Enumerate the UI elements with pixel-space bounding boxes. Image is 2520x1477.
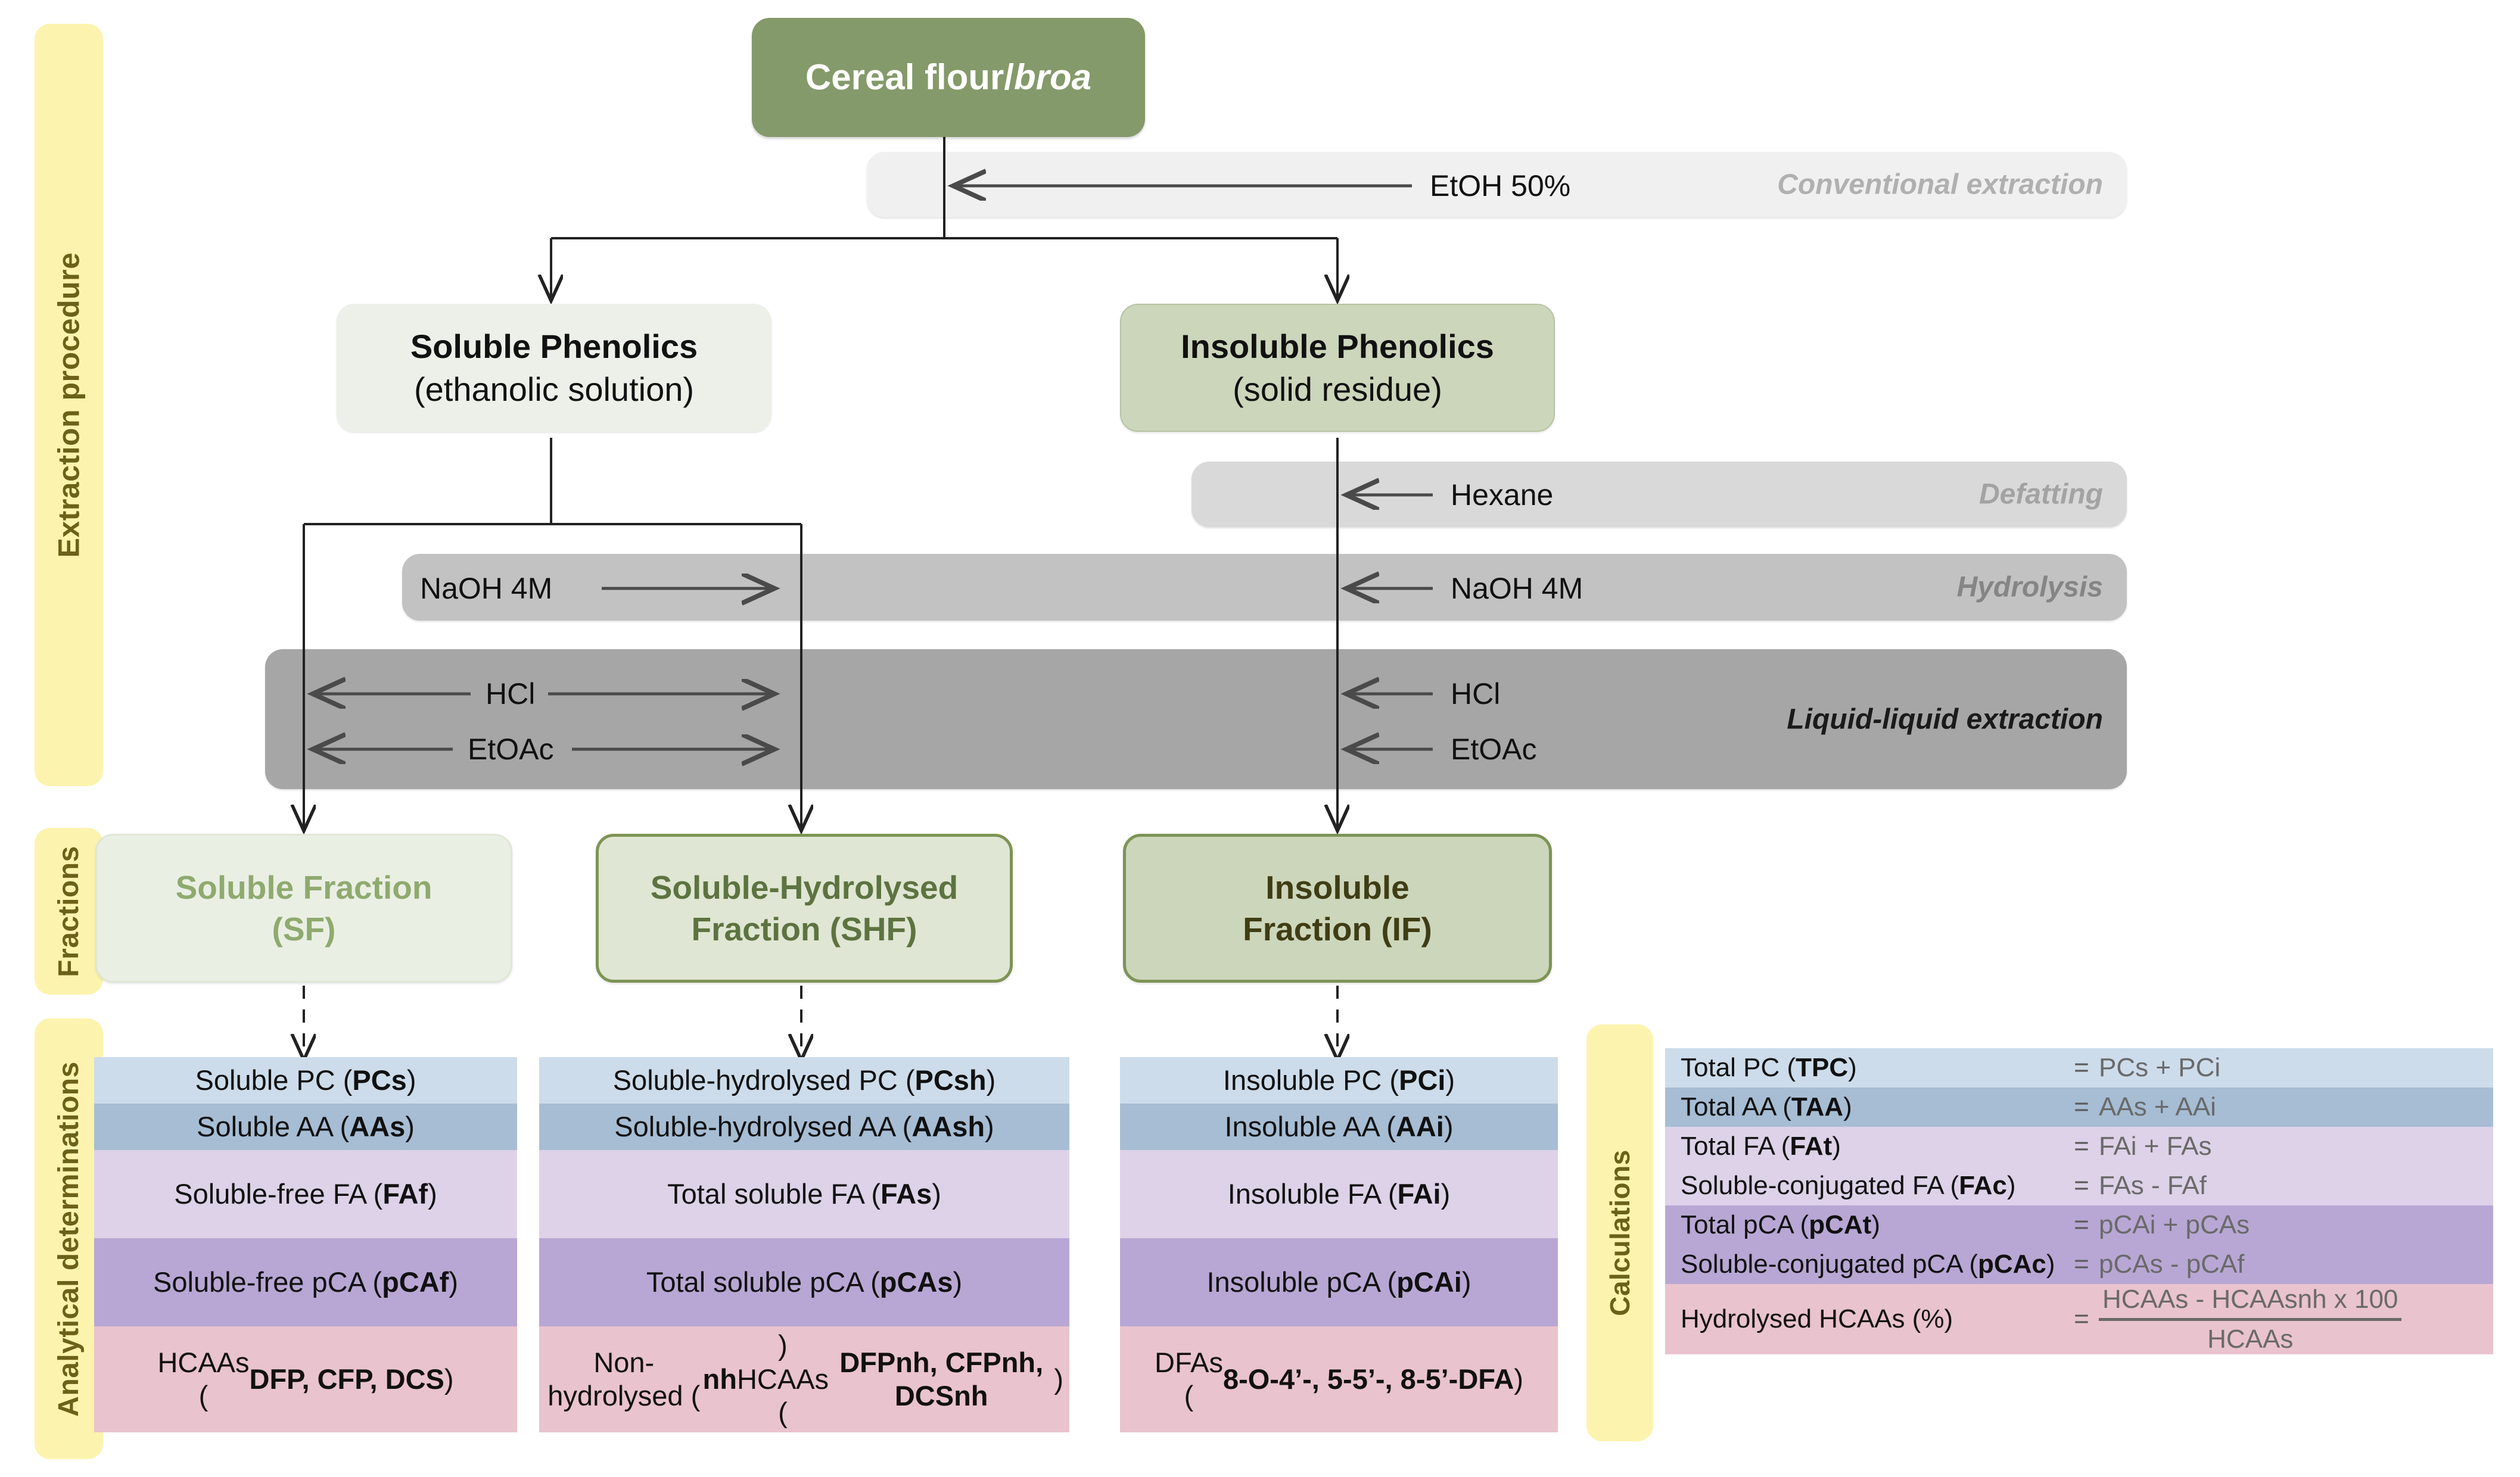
calculation-equals-sign: =	[2074, 1210, 2089, 1239]
node-soluble-phenolics-subtitle: (ethanolic solution)	[413, 370, 695, 408]
node-if-abbrev: Fraction (IF)	[1243, 911, 1432, 948]
determination-row: Soluble PC (PCs)	[94, 1057, 517, 1104]
node-soluble-fraction[interactable]: Soluble Fraction (SF)	[95, 834, 512, 983]
reagent-etoh-50: EtOH 50%	[1430, 169, 1571, 202]
calculation-label: Total pCA (pCAt)	[1681, 1210, 1880, 1239]
node-if-title: Insoluble	[1265, 868, 1410, 906]
calculation-row: Soluble-conjugated FA (FAc) = FAs - FAf	[1665, 1166, 2493, 1205]
determination-row: Insoluble FA (FAi)	[1120, 1150, 1558, 1238]
reagent-naoh-right: NaOH 4M	[1451, 572, 1583, 605]
band-hydrolysis-label: Hydrolysis	[1956, 571, 2103, 603]
calculation-row: Total pCA (pCAt) = pCAi + pCAs	[1665, 1205, 2493, 1245]
calculation-equals-sign: =	[2074, 1304, 2089, 1333]
node-soluble-phenolics[interactable]: Soluble Phenolics (ethanolic solution)	[337, 304, 771, 432]
calculation-equals-sign: =	[2074, 1132, 2089, 1161]
calculation-label: Soluble-conjugated pCA (pCAc)	[1681, 1249, 2055, 1279]
sidebar-fractions: Fractions	[35, 828, 103, 995]
determination-row: Insoluble pCA (pCAi)	[1120, 1238, 1558, 1326]
calculation-label: Total FA (FAt)	[1681, 1132, 1841, 1161]
reagent-naoh-left: NaOH 4M	[420, 572, 553, 605]
node-cereal-flour-label: Cereal flour/broa	[805, 57, 1092, 97]
reagent-hcl-left: HCl	[486, 677, 536, 711]
calculation-row: Hydrolysed HCAAs (%) = HCAAs - HCAAsnh x 1…	[1665, 1284, 2493, 1354]
reagent-hexane: Hexane	[1451, 478, 1554, 512]
calculation-expression: AAs + AAi	[2099, 1092, 2216, 1121]
calculation-equals-sign: =	[2074, 1053, 2089, 1082]
calculation-expression: PCs + PCi	[2099, 1053, 2221, 1082]
determination-row: Soluble-free pCA (pCAf)	[94, 1238, 517, 1326]
determination-row: Soluble AA (AAs)	[94, 1104, 517, 1150]
calculation-expression: pCAs - pCAf	[2099, 1249, 2245, 1279]
band-liquid-liquid-extraction: Liquid-liquid extraction	[265, 649, 2127, 789]
calculation-expression: pCAi + pCAs	[2099, 1210, 2250, 1239]
calculation-label: Soluble-conjugated FA (FAc)	[1681, 1171, 2016, 1200]
calculation-expression: FAi + FAs	[2099, 1132, 2212, 1161]
calculation-row: Total PC (TPC) = PCs + PCi	[1665, 1048, 2493, 1088]
node-insoluble-phenolics-title: Insoluble Phenolics	[1181, 327, 1494, 365]
node-insoluble-phenolics-subtitle: (solid residue)	[1233, 370, 1442, 408]
determinations-column-sf: Soluble PC (PCs)Soluble AA (AAs)Soluble-…	[94, 1057, 517, 1432]
reagent-etoac-left: EtOAc	[468, 733, 554, 766]
calculation-equals-sign: =	[2074, 1249, 2089, 1279]
calculation-equals-sign: =	[2074, 1171, 2089, 1200]
node-shf-abbrev: Fraction (SHF)	[691, 911, 917, 948]
calculation-row: Total FA (FAt) = FAi + FAs	[1665, 1127, 2493, 1166]
determination-row: DFAs(8-O-4’-, 5-5’-, 8-5’-DFA)	[1120, 1326, 1558, 1432]
node-cereal-flour[interactable]: Cereal flour/broa	[752, 18, 1145, 137]
determination-row: Insoluble AA (AAi)	[1120, 1104, 1558, 1150]
reagent-etoac-right: EtOAc	[1451, 733, 1537, 766]
reagent-hcl-right: HCl	[1451, 677, 1501, 711]
node-insoluble-phenolics[interactable]: Insoluble Phenolics (solid residue)	[1120, 304, 1555, 432]
node-soluble-phenolics-title: Soluble Phenolics	[410, 327, 698, 365]
calculation-label: Total AA (TAA)	[1681, 1092, 1852, 1121]
node-soluble-fraction-abbrev: (SF)	[272, 911, 336, 948]
determination-row: Insoluble PC (PCi)	[1120, 1057, 1558, 1104]
determination-row: Soluble-free FA (FAf)	[94, 1150, 517, 1238]
band-conventional-extraction-label: Conventional extraction	[1777, 169, 2103, 201]
calculation-label: Hydrolysed HCAAs (%)	[1681, 1304, 1953, 1333]
calculation-label: Total PC (TPC)	[1681, 1053, 1857, 1082]
sidebar-calculations: Calculations	[1586, 1024, 1653, 1441]
calculation-equals-sign: =	[2074, 1092, 2089, 1121]
calculation-expression: FAs - FAf	[2099, 1171, 2207, 1200]
node-soluble-hydrolysed-fraction[interactable]: Soluble-Hydrolysed Fraction (SHF)	[596, 834, 1013, 983]
determination-row: Non-hydrolysed (nh) HCAAs(DFPnh, CFPnh, …	[539, 1326, 1069, 1432]
band-defatting-label: Defatting	[1979, 478, 2103, 510]
determination-row: Total soluble FA (FAs)	[539, 1150, 1069, 1238]
node-shf-title: Soluble-Hydrolysed	[650, 868, 959, 906]
determination-row: Soluble-hydrolysed AA (AAsh)	[539, 1104, 1069, 1150]
node-insoluble-fraction[interactable]: Insoluble Fraction (IF)	[1123, 834, 1552, 983]
determination-row: Total soluble pCA (pCAs)	[539, 1238, 1069, 1326]
determination-row: HCAAs(DFP, CFP, DCS)	[94, 1326, 517, 1432]
node-soluble-fraction-title: Soluble Fraction	[175, 868, 433, 906]
determinations-column-shf: Soluble-hydrolysed PC (PCsh)Soluble-hydr…	[539, 1057, 1069, 1432]
sidebar-analytical-determinations: Analytical determinations	[35, 1018, 103, 1459]
calculation-row: Total AA (TAA) = AAs + AAi	[1665, 1088, 2493, 1127]
calculation-row: Soluble-conjugated pCA (pCAc) = pCAs - pCA…	[1665, 1245, 2493, 1284]
determinations-column-if: Insoluble PC (PCi)Insoluble AA (AAi)Inso…	[1120, 1057, 1558, 1432]
band-liquid-liquid-extraction-label: Liquid-liquid extraction	[1787, 703, 2103, 735]
band-defatting: Defatting	[1191, 462, 2127, 527]
determination-row: Soluble-hydrolysed PC (PCsh)	[539, 1057, 1069, 1104]
sidebar-extraction-procedure: Extraction procedure	[35, 24, 103, 786]
